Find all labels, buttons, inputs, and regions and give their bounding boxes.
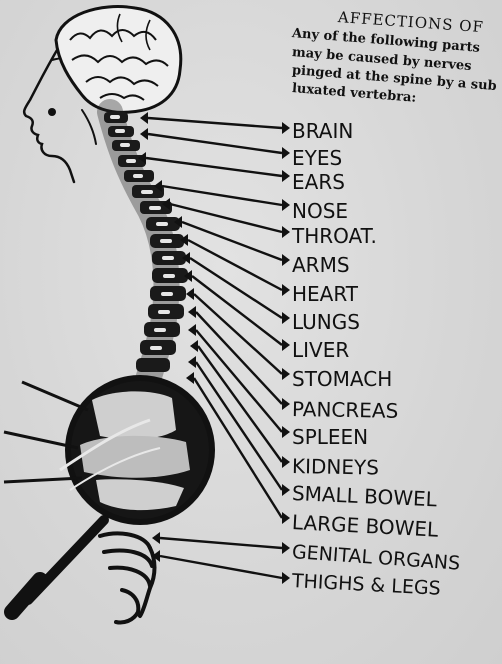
- organ-label-liver: LIVER: [292, 339, 349, 361]
- magnifier-icon: [12, 378, 212, 612]
- brain-icon: [56, 7, 181, 113]
- organ-label-stomach: STOMACH: [292, 368, 392, 390]
- organ-label-spleen: SPLEEN: [292, 426, 368, 448]
- organ-label-pancreas: PANCREAS: [292, 398, 399, 422]
- organ-label-nose: NOSE: [292, 200, 348, 222]
- organ-label-kidneys: KIDNEYS: [292, 455, 379, 479]
- organ-label-ears: EARS: [292, 171, 345, 193]
- organ-label-throat: THROAT.: [292, 225, 377, 247]
- sacrum: [100, 533, 155, 622]
- organ-label-brain: BRAIN: [292, 120, 353, 142]
- organ-label-eyes: EYES: [292, 147, 342, 169]
- organ-label-lungs: LUNGS: [292, 311, 360, 333]
- organ-label-arms: ARMS: [292, 254, 350, 276]
- organ-label-heart: HEART: [292, 283, 358, 305]
